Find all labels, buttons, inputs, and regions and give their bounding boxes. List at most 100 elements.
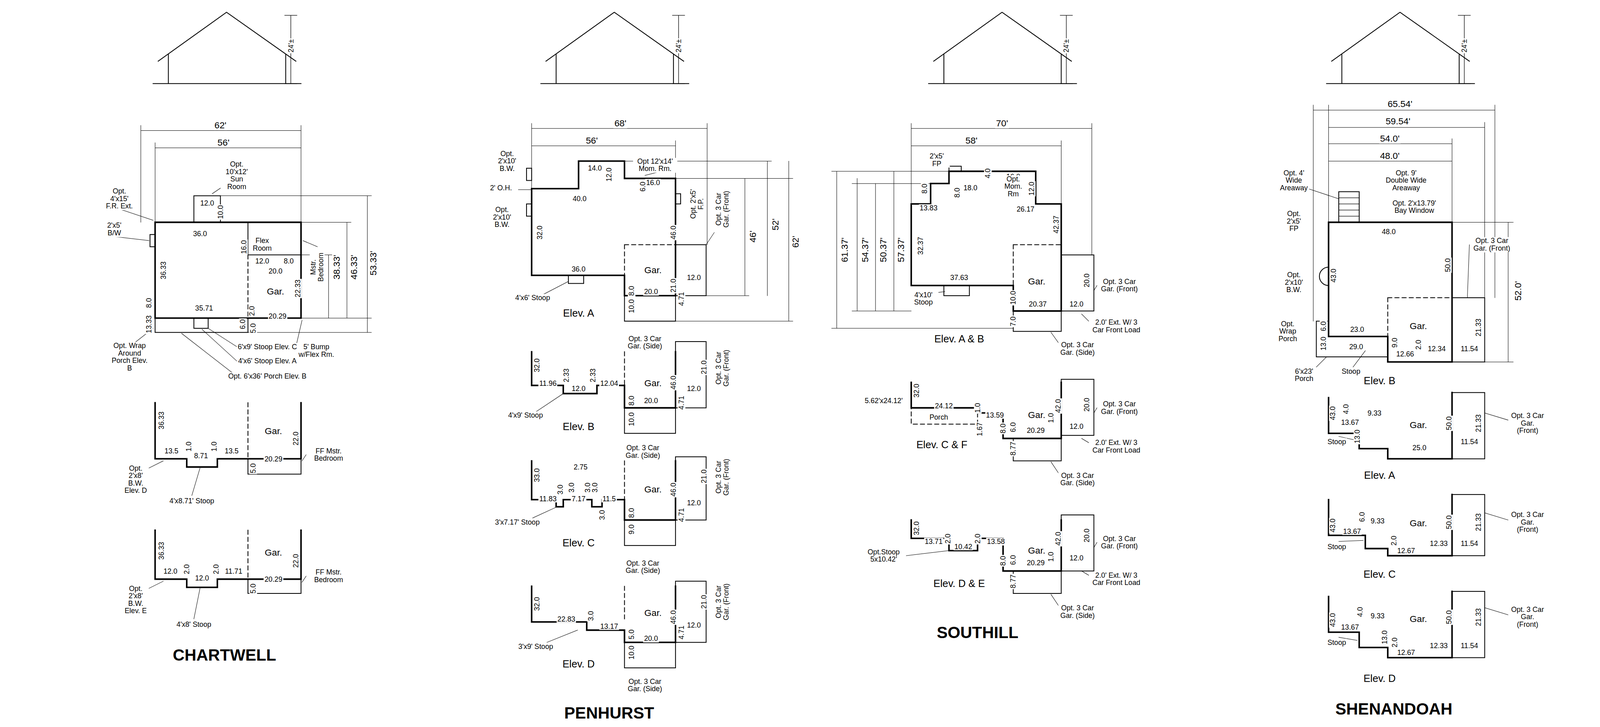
dimension-label: Gar. bbox=[266, 286, 285, 297]
dimension-label: 13.67 bbox=[1340, 418, 1360, 427]
dimension-label: 21.33 bbox=[1474, 317, 1483, 338]
dimension-label: 24'± bbox=[1062, 38, 1071, 54]
dimension-label: Gar. bbox=[643, 378, 663, 389]
dimension-label: 5.0 bbox=[249, 462, 257, 475]
dimension-label: 12.0 bbox=[686, 273, 702, 282]
dimension-label: Opt. 2'x10' B.W. bbox=[1278, 271, 1309, 294]
dimension-label: 20.0 bbox=[643, 397, 659, 405]
dimension-label: 22.33 bbox=[294, 278, 302, 299]
dimension-label: 1.0 bbox=[185, 441, 193, 453]
dimension-label: Gar. bbox=[643, 265, 663, 276]
dimension-label: 46.0 bbox=[669, 374, 678, 391]
dimension-label: 42.37 bbox=[1052, 214, 1061, 235]
dimension-label: 13.67 bbox=[1340, 623, 1360, 632]
dimension-label: 9.33 bbox=[1369, 517, 1386, 526]
dimension-label: Stoop bbox=[1340, 367, 1361, 376]
dimension-label: 11.54 bbox=[1459, 642, 1479, 650]
dimension-label: 4.0 bbox=[984, 167, 992, 180]
elevation-label: Elev. C bbox=[561, 537, 596, 549]
dimension-label: Opt. 3 Car Gar. (Side) bbox=[1058, 472, 1097, 488]
dimension-label: 11.96 bbox=[538, 379, 558, 388]
dimension-label: 2.0 bbox=[973, 532, 982, 545]
shenandoah-plan bbox=[1308, 105, 1514, 659]
dimension-label: 2.0 bbox=[1414, 339, 1423, 351]
dimension-label: 3.0 bbox=[587, 610, 595, 623]
dimension-label: 21.0 bbox=[700, 359, 709, 375]
dimension-label: 12.0 bbox=[199, 199, 215, 207]
dimension-label: 8.0 bbox=[999, 555, 1008, 568]
dimension-label: 13.5 bbox=[223, 447, 240, 455]
dimension-label: 6.0 bbox=[1009, 554, 1018, 567]
dimension-label: 4.71 bbox=[677, 507, 686, 523]
dimension-label: 36.0 bbox=[570, 265, 587, 274]
dimension-label: 32.0 bbox=[536, 225, 544, 241]
dimension-label: 9.0 bbox=[1391, 337, 1399, 349]
dimension-label: Opt. Mom. Rm bbox=[997, 175, 1030, 199]
dimension-label: Gar. bbox=[1408, 518, 1428, 529]
house-elevation-icon bbox=[152, 12, 1475, 84]
elevation-label: Elev. C & F bbox=[915, 439, 969, 451]
dimension-label: 1.0 bbox=[1047, 412, 1055, 425]
dimension-label: Opt. 2'x5' FP bbox=[1280, 210, 1307, 233]
dimension-label: 3.0 bbox=[584, 482, 592, 494]
dimension-label: 46.0 bbox=[669, 225, 678, 241]
dimension-label: 13.83 bbox=[918, 204, 939, 213]
dimension-label: Gar. bbox=[1408, 321, 1428, 332]
dimension-label: 3.0 bbox=[591, 482, 599, 494]
southill-plan bbox=[831, 123, 1097, 611]
dimension-label: 10.0 bbox=[627, 298, 636, 314]
dimension-label: 57.37' bbox=[896, 236, 907, 263]
dimension-label: Opt. 2'x13.79' Bay Window bbox=[1387, 199, 1442, 215]
plan-title: SOUTHILL bbox=[935, 623, 1020, 642]
dimension-label: 10.0 bbox=[1009, 290, 1018, 306]
dimension-label: 6.0 bbox=[239, 318, 247, 331]
dimension-label: 24'± bbox=[675, 38, 683, 54]
dimension-label: 8.0 bbox=[282, 257, 295, 266]
dimension-label: 5.62'x24.12' bbox=[863, 397, 904, 405]
dimension-label: 33.0 bbox=[532, 467, 541, 484]
dimension-label: 11.5 bbox=[601, 495, 617, 503]
dimension-label: 56' bbox=[216, 138, 231, 148]
dimension-label: Opt. 4'x15' F.R. Ext. bbox=[103, 187, 136, 211]
dimension-label: 12.0 bbox=[1068, 422, 1084, 431]
dimension-label: Opt. 3 Car Gar. (Front) bbox=[1508, 606, 1547, 629]
dimension-label: Opt. 3 Car Gar. (Side) bbox=[625, 678, 665, 694]
dimension-label: 50.0 bbox=[1444, 257, 1452, 273]
dimension-label: 13.58 bbox=[986, 538, 1006, 546]
dimension-label: 59.54' bbox=[1384, 116, 1411, 127]
dimension-label: 20.29 bbox=[267, 312, 287, 321]
dimension-label: Gar. bbox=[643, 608, 663, 619]
dimension-label: Opt. 3 Car Gar. (Front) bbox=[1508, 412, 1547, 435]
dimension-label: 70' bbox=[995, 118, 1010, 129]
dimension-label: Porch bbox=[928, 413, 949, 422]
elevation-label: Elev. B bbox=[1362, 375, 1397, 387]
dimension-label: 13.67 bbox=[1342, 528, 1362, 536]
dimension-label: 32.0 bbox=[532, 596, 541, 612]
dimension-label: FF Mstr. Bedroom bbox=[310, 569, 347, 585]
dimension-label: 56' bbox=[584, 136, 599, 146]
dimension-label: 21.33 bbox=[1474, 607, 1483, 628]
dimension-label: 8.0 bbox=[627, 284, 636, 297]
dimension-label: 8.0 bbox=[953, 187, 962, 199]
dimension-label: Opt. 3 Car Gar. (Front) bbox=[714, 346, 730, 390]
dimension-label: Opt. 3 Car Gar. (Front) bbox=[1098, 535, 1141, 551]
dimension-label: 22.83 bbox=[556, 615, 576, 624]
dimension-label: 52.0' bbox=[1513, 280, 1524, 302]
dimension-label: 4'x8.71' Stoop bbox=[168, 497, 215, 505]
dimension-label: Stoop bbox=[1326, 639, 1347, 647]
dimension-label: 23.0 bbox=[1349, 326, 1365, 334]
dimension-label: 24'± bbox=[1460, 38, 1469, 54]
dimension-label: 8.0 bbox=[627, 395, 636, 407]
dimension-label: 2.0 bbox=[183, 563, 191, 576]
dimension-label: 8.77 bbox=[1009, 441, 1018, 457]
dimension-label: 12.0 bbox=[254, 257, 270, 266]
dimension-label: 10.0 bbox=[216, 204, 225, 220]
dimension-label: 12.0 bbox=[1068, 300, 1084, 308]
dimension-label: 2'x5' FP bbox=[923, 152, 950, 168]
dimension-label: 12.67 bbox=[1396, 547, 1416, 556]
dimension-label: 58' bbox=[964, 136, 979, 146]
dimension-label: Opt. 3 Car Gar. (Side) bbox=[625, 335, 665, 351]
dimension-label: 21.0 bbox=[669, 278, 678, 294]
dimension-label: 4'x8' Stoop bbox=[175, 620, 212, 629]
